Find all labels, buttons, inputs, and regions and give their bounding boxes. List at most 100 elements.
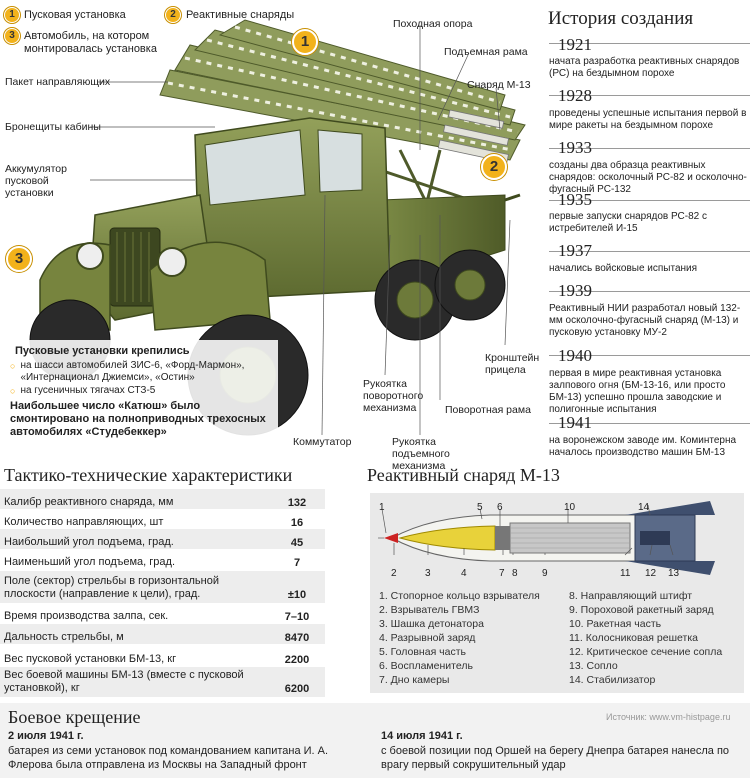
callout-badge-1: 1 [292,29,318,55]
label-rail-package: Пакет направляющих [5,76,111,88]
label-rocket-m13: Снаряд М-13 [467,79,531,91]
history-title: История создания [548,8,694,29]
rocket-num: 13 [668,568,680,579]
label-rotary-handle: Рукоятка поворотного механизма [363,378,424,414]
mount-info-note: Наибольшее число «Катюш» было смонтирова… [10,400,266,438]
history-text: первые запуски снарядов РС-82 с истребит… [549,211,708,234]
mount-info-box: Пусковые установки крепились ○ на шасси … [4,340,278,452]
history-text: первая в мире реактивная установка залпо… [549,368,726,415]
baptism-date: 14 июля 1941 г. [381,730,463,742]
history-text: созданы два образца реактивных снарядов:… [549,160,747,195]
history-text: на воронежском заводе им. Коминтерна нач… [549,435,737,458]
baptism-text: батарея из семи установок под командован… [8,745,329,771]
rocket-title: Реактивный снаряд М-13 [367,465,560,485]
divider [549,251,750,252]
history-year: 1935 [558,190,592,209]
rocket-num: 5 [477,502,483,513]
legend-badge-3: 3 [4,28,20,44]
rocket-part-label: 11. Колосниковая решетка [569,632,698,644]
divider [549,43,750,44]
legend-text-3: Автомобиль, на котором монтировалась уст… [24,30,157,55]
history-year: 1921 [558,35,592,54]
divider [549,148,750,149]
history-year: 1928 [558,86,592,105]
rocket-part-label: 3. Шашка детонатора [379,618,484,630]
legend-badge-1: 1 [4,7,20,23]
rocket-part-label: 10. Ракетная часть [569,618,662,630]
history-text: Реактивный НИИ разработал новый 132-мм о… [549,303,741,338]
table-row: Наибольший угол подъема, град.45 [0,529,325,549]
divider [549,95,750,96]
rocket-num: 3 [425,568,431,579]
divider [549,291,750,292]
label-switch: Коммутатор [293,436,352,448]
mount-info-title: Пусковые установки крепились [15,345,190,357]
history-year: 1933 [558,138,592,157]
label-rotary-frame: Поворотная рама [445,404,531,416]
rocket-part-label: 7. Дно камеры [379,674,450,686]
label-sight-bracket: Кронштейн прицела [485,352,540,376]
table-row: Наименьший угол подъема, град.7 [4,556,301,569]
rocket-num: 1 [379,502,385,513]
baptism-section: Боевое крещение Источник: www.vm-histpag… [0,703,750,778]
baptism-title: Боевое крещение [8,707,141,727]
rocket-part-label: 12. Критическое сечение сопла [569,646,723,658]
rocket-part-label: 4. Разрывной заряд [379,632,476,644]
rocket-part-label: 13. Сопло [569,660,618,672]
rocket-part-label: 1. Стопорное кольцо взрывателя [379,590,540,602]
katyusha-truck-illustration [29,19,526,436]
history-text: начата разработка реактивных снарядов (Р… [549,56,740,79]
history-year: 1937 [558,241,592,260]
rocket-num: 8 [512,568,518,579]
label-lift-handle: Рукоятка подъемного механизма [392,436,450,472]
table-row: Время производства залпа, сек.7–10 [4,610,310,623]
history-text: начались войсковые испытания [549,263,698,274]
bullet-icon: ○ [10,361,16,371]
rocket-part-label: 9. Пороховой ракетный заряд [569,604,714,616]
legend-badge-2: 2 [165,7,181,23]
divider [549,200,750,201]
history-year: 1939 [558,281,592,300]
rocket-num: 6 [497,502,503,513]
callout-badge-2: 2 [481,154,507,180]
table-row: Вес боевой машины БМ-13 (вместе с пусков… [0,667,325,697]
rocket-part-label: 14. Стабилизатор [569,674,656,686]
history-text: проведены успешные испытания первой в ми… [549,108,747,131]
specs-table: Тактико-технические характеристики Калиб… [0,460,330,700]
rocket-num: 9 [542,568,548,579]
divider [549,355,750,356]
history-year: 1940 [558,346,592,365]
history-year: 1941 [558,413,592,432]
rocket-num: 12 [645,568,657,579]
callout-badge-3: 3 [6,246,32,272]
rocket-num: 2 [391,568,397,579]
label-cab-armor: Бронещиты кабины [5,121,101,133]
rocket-part-label: 5. Головная часть [379,646,467,658]
mount-info-item: ○ на гусеничных тягачах СТЗ-5 [10,385,156,396]
label-march-support: Походная опора [393,18,473,30]
rocket-part-label: 2. Взрыватель ГВМЗ [379,604,480,616]
mount-info-item: ○ на шасси автомобилей ЗИС-6, «Форд-Марм… [10,360,245,383]
rocket-num: 7 [499,568,505,579]
rocket-part-label: 8. Направляющий штифт [569,590,693,602]
rocket-num: 4 [461,568,467,579]
rocket-num: 11 [620,568,631,579]
table-row: Поле (сектор) стрельбы в горизонтальной … [0,571,325,603]
rocket-section: Реактивный снаряд М-13 1 5 6 10 14 2 3 4… [362,460,750,700]
baptism-text: с боевой позиции под Оршей на берегу Дне… [381,745,730,771]
specs-title: Тактико-технические характеристики [4,465,293,485]
label-lift-frame: Подъемная рама [444,46,528,58]
rocket-num: 10 [564,502,576,513]
baptism-date: 2 июля 1941 г. [8,730,84,742]
bullet-icon: ○ [10,386,16,396]
legend-text-1: Пусковая установка [24,9,126,21]
legend-text-2: Реактивные снаряды [186,9,295,21]
rocket-cross-section [378,501,715,575]
rocket-num: 14 [638,502,650,513]
label-battery: Аккумулятор пусковой установки [5,163,67,199]
rocket-part-label: 6. Воспламенитель [379,660,473,672]
